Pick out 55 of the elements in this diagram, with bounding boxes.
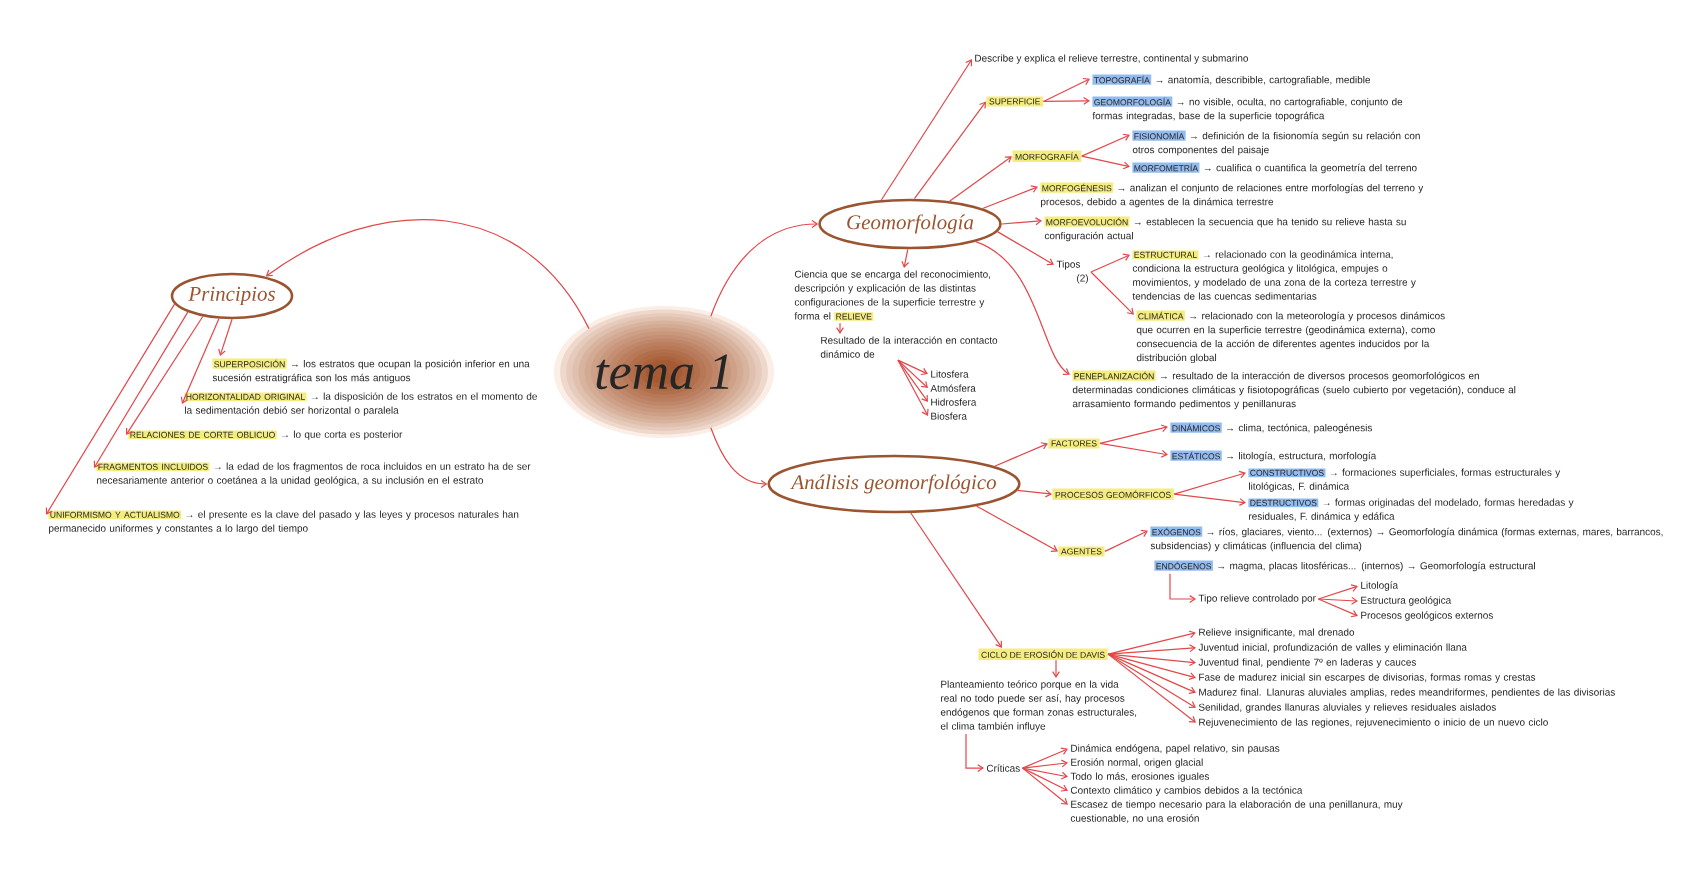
arrow (1107, 653, 1196, 723)
arrow (897, 359, 929, 417)
arrow (996, 231, 1054, 266)
arrow (982, 185, 1038, 210)
arrow (1104, 529, 1148, 552)
arrow (897, 359, 928, 403)
arrow (1042, 77, 1090, 102)
arrow (1107, 653, 1196, 667)
arrow (1099, 442, 1168, 458)
arrow (218, 318, 233, 356)
arrow (1107, 653, 1196, 708)
arrow (1081, 155, 1130, 170)
arrow (948, 156, 1012, 202)
arrow (1090, 271, 1134, 315)
arrow (1107, 653, 1196, 681)
arrow (1317, 584, 1358, 600)
arrow (710, 427, 768, 488)
arrow (126, 315, 204, 436)
arrow (1021, 767, 1068, 792)
arrow (994, 442, 1048, 467)
arrow (897, 359, 928, 376)
arrow (1317, 598, 1358, 618)
arrow (1107, 644, 1196, 655)
arrow (976, 505, 1058, 552)
arrow (965, 733, 984, 773)
arrow (1021, 747, 1068, 769)
arrow (1173, 470, 1246, 495)
arrow (1317, 596, 1358, 605)
arrow (93, 311, 189, 468)
arrow (975, 241, 1070, 375)
arrow (1042, 96, 1090, 105)
arrow (910, 512, 1002, 648)
arrow (897, 359, 928, 389)
arrow (880, 59, 973, 201)
arrow (180, 318, 220, 405)
arrow (1021, 767, 1068, 780)
arrow (836, 322, 844, 334)
arrow (913, 101, 986, 200)
arrow (265, 219, 590, 330)
arrow (1107, 630, 1196, 655)
arrow (1016, 489, 1052, 498)
arrow (1021, 759, 1068, 769)
arrow (1099, 424, 1168, 445)
arrow (1021, 767, 1068, 805)
central-topic: tema 1 (554, 306, 774, 438)
arrow (710, 220, 819, 317)
arrow (1090, 253, 1130, 273)
arrow (901, 248, 910, 268)
arrow (1001, 217, 1042, 226)
arrow (1052, 659, 1060, 678)
arrow (1081, 133, 1130, 157)
arrow (1107, 653, 1196, 694)
arrow (1173, 493, 1246, 506)
arrow (45, 303, 176, 515)
arrow (1169, 573, 1196, 603)
